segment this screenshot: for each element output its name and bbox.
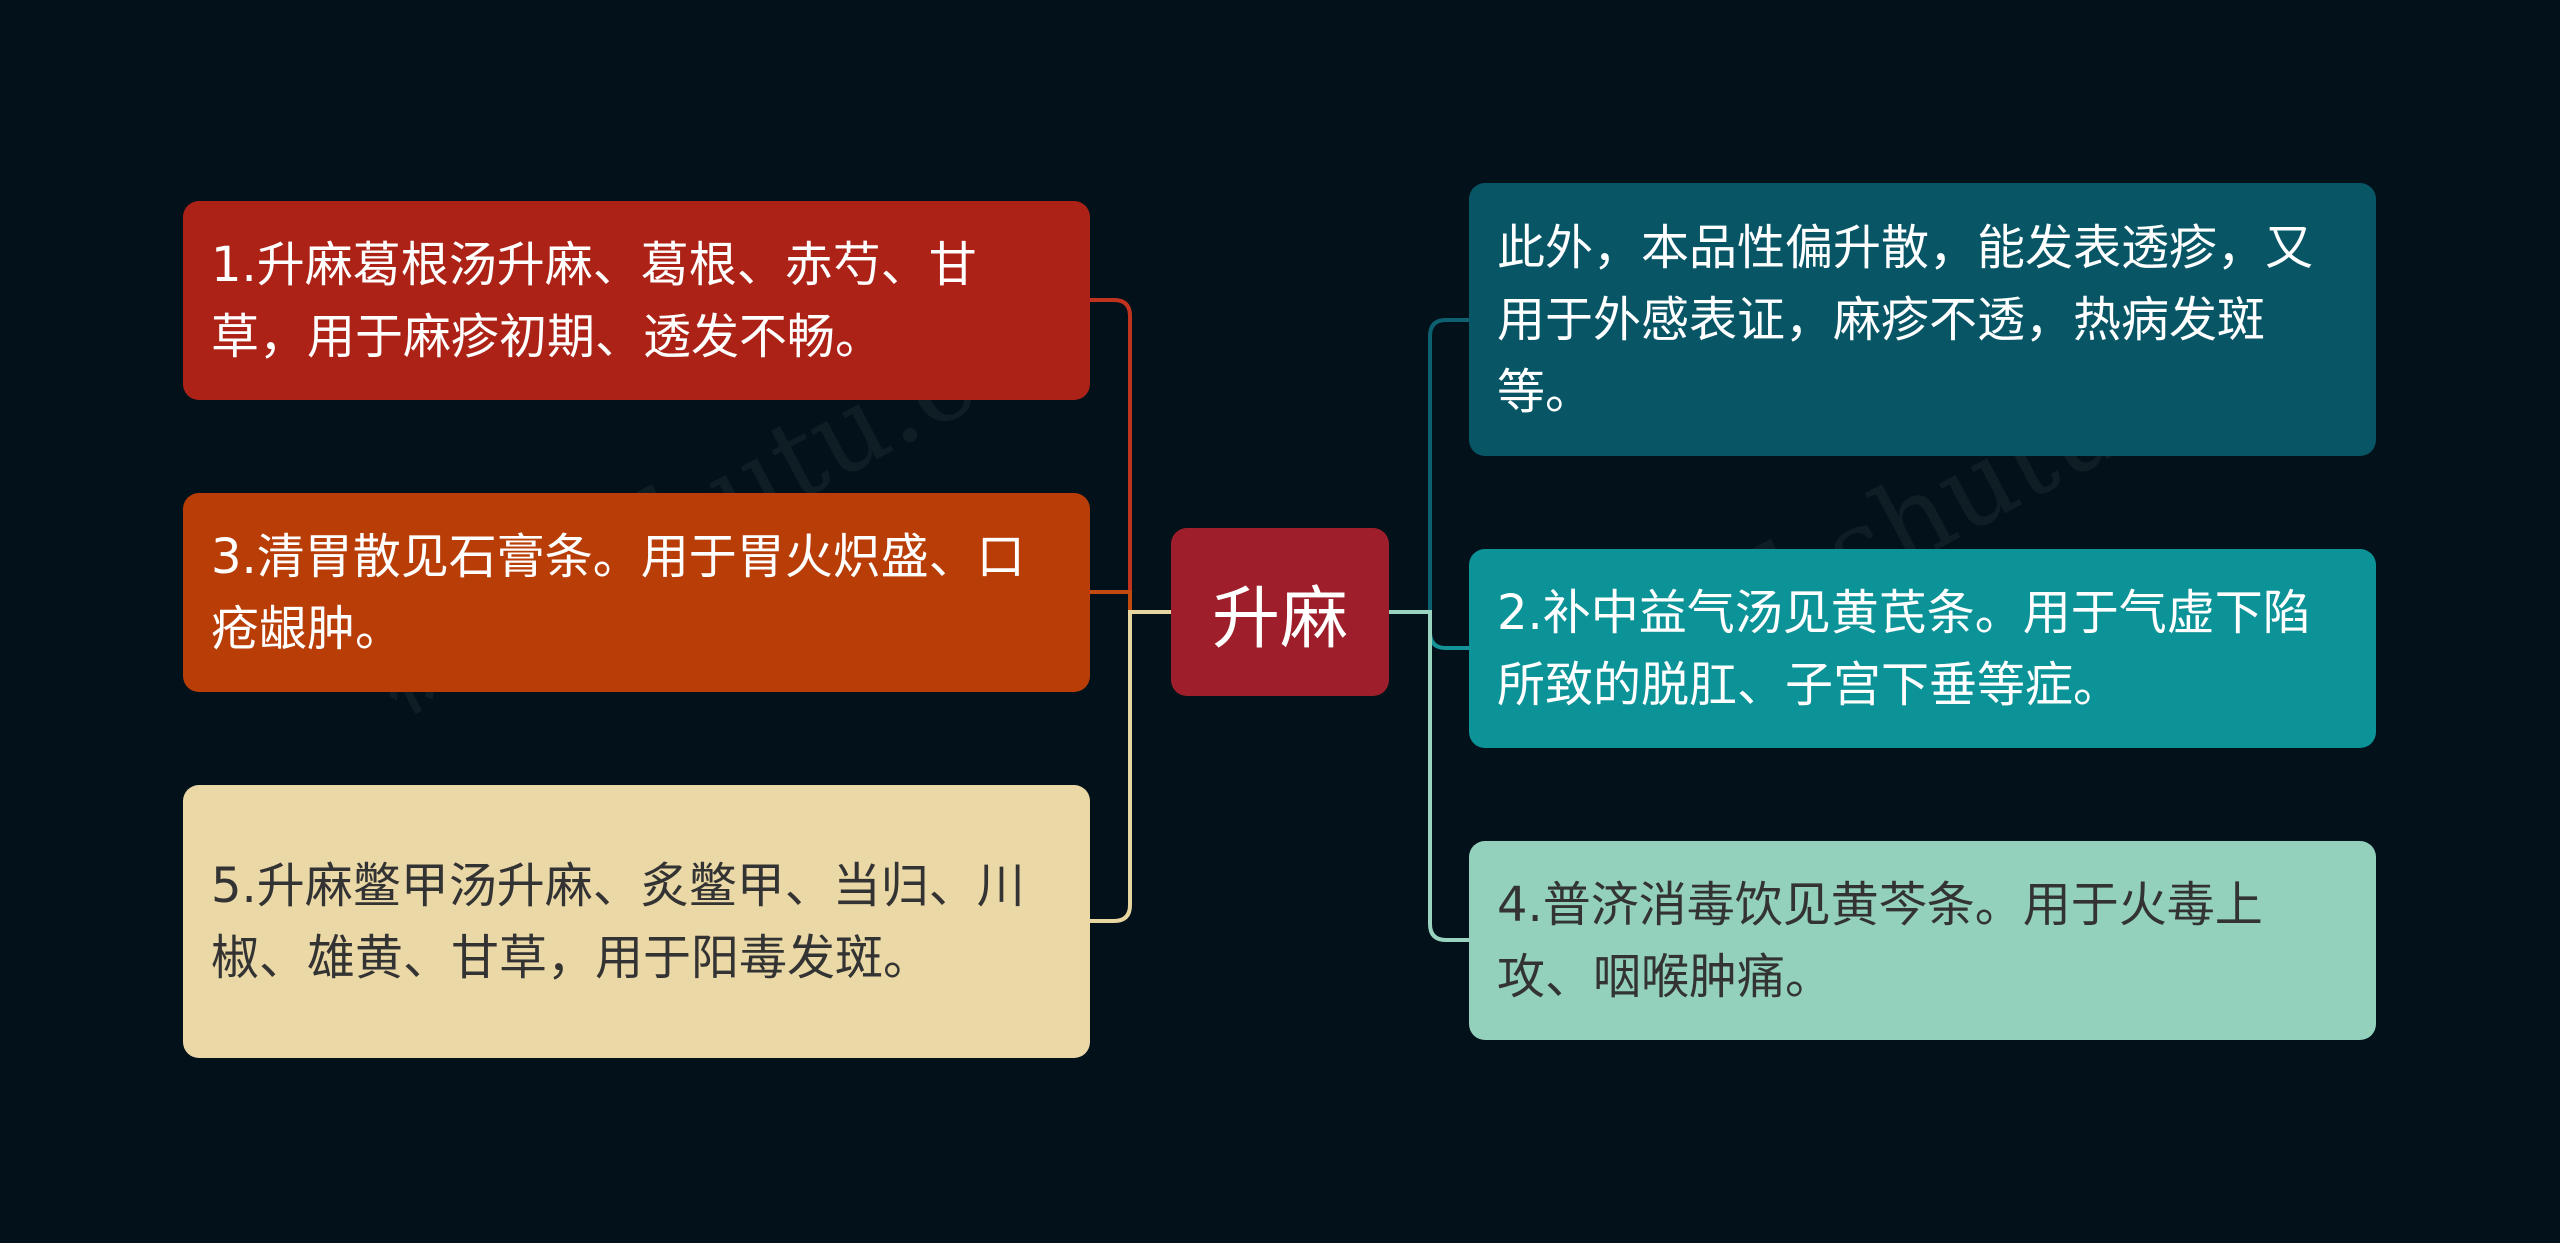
branch-node-buzhong-yiqi-tang[interactable]: 2.补中益气汤见黄芪条。用于气虚下陷所致的脱肛、子宫下垂等症。 [1469,549,2376,748]
central-topic-label: 升麻 [1211,579,1348,659]
branch-node-text: 3.清胃散见石膏条。用于胃火炽盛、口疮龈肿。 [211,528,1025,657]
connector-right-0 [1387,318,1471,614]
branch-node-text: 4.普济消毒饮见黄芩条。用于火毒上攻、咽喉肿痛。 [1497,876,2263,1005]
branch-node-puji-xiaodu-yin[interactable]: 4.普济消毒饮见黄芩条。用于火毒上攻、咽喉肿痛。 [1469,841,2376,1040]
connector-left-2 [1088,610,1173,923]
branch-node-fabiao-touzhen[interactable]: 此外，本品性偏升散，能发表透疹，又用于外感表证，麻疹不透，热病发斑等。 [1469,183,2376,456]
branch-node-text: 1.升麻葛根汤升麻、葛根、赤芍、甘草，用于麻疹初期、透发不畅。 [211,236,977,365]
connector-left-1 [1088,590,1173,614]
connector-right-2 [1387,610,1471,942]
branch-node-shengma-biejia-tang[interactable]: 5.升麻鳖甲汤升麻、炙鳖甲、当归、川椒、雄黄、甘草，用于阳毒发斑。 [183,785,1090,1058]
branch-node-shengma-gegen-tang[interactable]: 1.升麻葛根汤升麻、葛根、赤芍、甘草，用于麻疹初期、透发不畅。 [183,201,1090,400]
branch-node-text: 2.补中益气汤见黄芪条。用于气虚下陷所致的脱肛、子宫下垂等症。 [1497,584,2311,713]
connector-left-0 [1088,298,1173,614]
branch-node-qingwei-san[interactable]: 3.清胃散见石膏条。用于胃火炽盛、口疮龈肿。 [183,493,1090,692]
branch-node-text: 5.升麻鳖甲汤升麻、炙鳖甲、当归、川椒、雄黄、甘草，用于阳毒发斑。 [211,857,1025,986]
central-topic[interactable]: 升麻 [1171,528,1389,696]
branch-node-text: 此外，本品性偏升散，能发表透疹，又用于外感表证，麻疹不透，热病发斑等。 [1497,219,2314,420]
